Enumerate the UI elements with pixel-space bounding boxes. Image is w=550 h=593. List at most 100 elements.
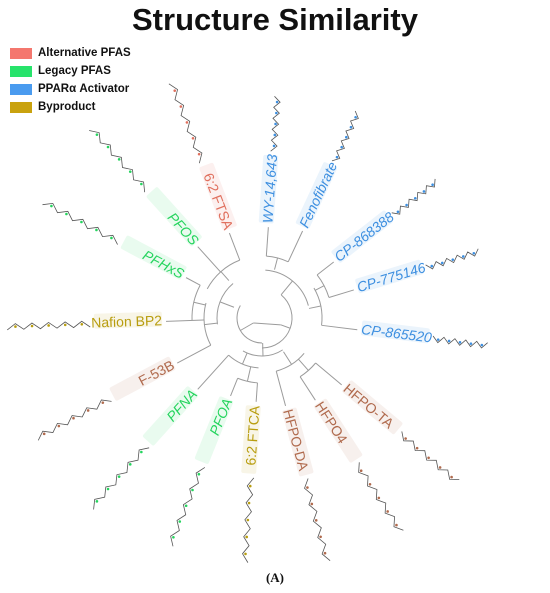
label-highlight bbox=[314, 398, 363, 463]
leaf-label: Nafion BP2 bbox=[91, 312, 163, 330]
atom-mark bbox=[462, 255, 465, 258]
molecule-structure bbox=[425, 248, 479, 270]
molecule-structure bbox=[7, 320, 91, 331]
atom-mark bbox=[42, 432, 46, 436]
legend-swatch bbox=[10, 83, 32, 95]
atom-mark bbox=[386, 510, 389, 513]
molecule-backbone bbox=[89, 130, 146, 193]
atom-mark bbox=[117, 158, 121, 161]
molecule-backbone bbox=[242, 477, 255, 563]
legend-item-legacy: Legacy PFAS bbox=[10, 62, 131, 80]
page-title: Structure Similarity bbox=[132, 2, 418, 37]
leaf-branch bbox=[197, 246, 221, 273]
branch-stem bbox=[280, 280, 293, 296]
molecule-structure bbox=[42, 202, 118, 245]
legend-label: PPARα Activator bbox=[38, 83, 130, 95]
atom-mark bbox=[57, 424, 61, 428]
leaf-branch bbox=[230, 378, 239, 397]
molecule-structure bbox=[358, 462, 404, 531]
label-highlight bbox=[331, 210, 393, 263]
atom-mark bbox=[179, 105, 183, 108]
atom-mark bbox=[323, 551, 327, 555]
atom-mark bbox=[275, 100, 279, 104]
tree-branches bbox=[166, 227, 358, 407]
branch-stem bbox=[298, 358, 309, 371]
leaf-label: PFHxS bbox=[140, 247, 187, 282]
leaf-branch bbox=[255, 382, 258, 402]
molecule-structure bbox=[432, 335, 488, 349]
branch-stem bbox=[220, 271, 230, 281]
atom-mark bbox=[80, 322, 84, 326]
molecule-backbone bbox=[170, 467, 206, 547]
atom-mark bbox=[314, 519, 318, 522]
branch-stem bbox=[314, 285, 325, 291]
atom-mark bbox=[72, 416, 75, 420]
atom-mark bbox=[197, 152, 201, 156]
atom-mark bbox=[450, 475, 453, 479]
molecule-backbone bbox=[93, 447, 150, 510]
legend-item-byproduct: Byproduct bbox=[10, 98, 131, 116]
atom-mark bbox=[447, 339, 451, 343]
atom-mark bbox=[431, 183, 434, 187]
atom-mark bbox=[197, 472, 201, 476]
atom-mark bbox=[86, 409, 90, 412]
branch-stem bbox=[308, 305, 321, 309]
legend-label: Byproduct bbox=[38, 101, 96, 113]
leaf-branch bbox=[315, 362, 342, 386]
leaf-label: F-53B bbox=[136, 357, 177, 389]
molecule-structure bbox=[242, 477, 255, 563]
leaf-branch bbox=[185, 277, 201, 286]
molecule-backbone bbox=[401, 431, 460, 481]
atom-mark bbox=[110, 236, 113, 240]
atom-mark bbox=[30, 324, 34, 328]
branch-stem bbox=[219, 301, 235, 308]
atom-mark bbox=[359, 469, 363, 473]
molecule-backbone bbox=[37, 399, 112, 441]
molecule-backbone bbox=[42, 202, 118, 245]
atom-mark bbox=[80, 220, 83, 224]
molecule-structure bbox=[89, 130, 146, 193]
atom-mark bbox=[244, 552, 247, 556]
atom-mark bbox=[246, 518, 250, 522]
atom-mark bbox=[185, 121, 189, 124]
atom-mark bbox=[440, 261, 444, 265]
leaf-branch bbox=[275, 370, 287, 407]
molecule-backbone bbox=[304, 478, 331, 561]
leaf-label: PFOA bbox=[206, 396, 235, 437]
leaf-label: PFNA bbox=[163, 386, 200, 424]
atom-mark bbox=[273, 133, 277, 137]
label-highlight bbox=[258, 154, 279, 224]
atom-mark bbox=[274, 122, 277, 126]
atom-mark bbox=[451, 258, 455, 261]
atom-mark bbox=[50, 204, 53, 208]
molecule-structure bbox=[37, 399, 112, 441]
leaf-label: 6:2 FTCA bbox=[242, 404, 262, 466]
molecule-structure bbox=[391, 178, 436, 215]
leaf-branch bbox=[316, 261, 335, 276]
molecule-backbone bbox=[432, 335, 488, 349]
label-highlight bbox=[109, 356, 176, 401]
label-highlights bbox=[93, 154, 430, 477]
atom-mark bbox=[396, 210, 400, 214]
label-highlight bbox=[241, 405, 261, 474]
branch-stem bbox=[274, 257, 279, 270]
leaf-branch bbox=[321, 324, 358, 331]
leaf-branch bbox=[197, 354, 229, 390]
legend-item-alternative: Alternative PFAS bbox=[10, 44, 131, 62]
atom-mark bbox=[368, 483, 372, 486]
atom-mark bbox=[404, 437, 407, 440]
molecule-structure bbox=[401, 431, 460, 481]
atom-mark bbox=[178, 520, 182, 523]
atom-mark bbox=[306, 486, 309, 489]
leaf-label: WY-14,643 bbox=[259, 154, 280, 224]
molecule-backbone bbox=[425, 248, 479, 270]
atom-mark bbox=[247, 501, 251, 505]
molecule-backbone bbox=[391, 178, 436, 215]
atom-mark bbox=[128, 170, 132, 173]
label-highlight bbox=[355, 259, 424, 294]
atom-mark bbox=[310, 502, 314, 506]
atom-mark bbox=[422, 190, 426, 193]
leaf-branch bbox=[299, 376, 316, 401]
